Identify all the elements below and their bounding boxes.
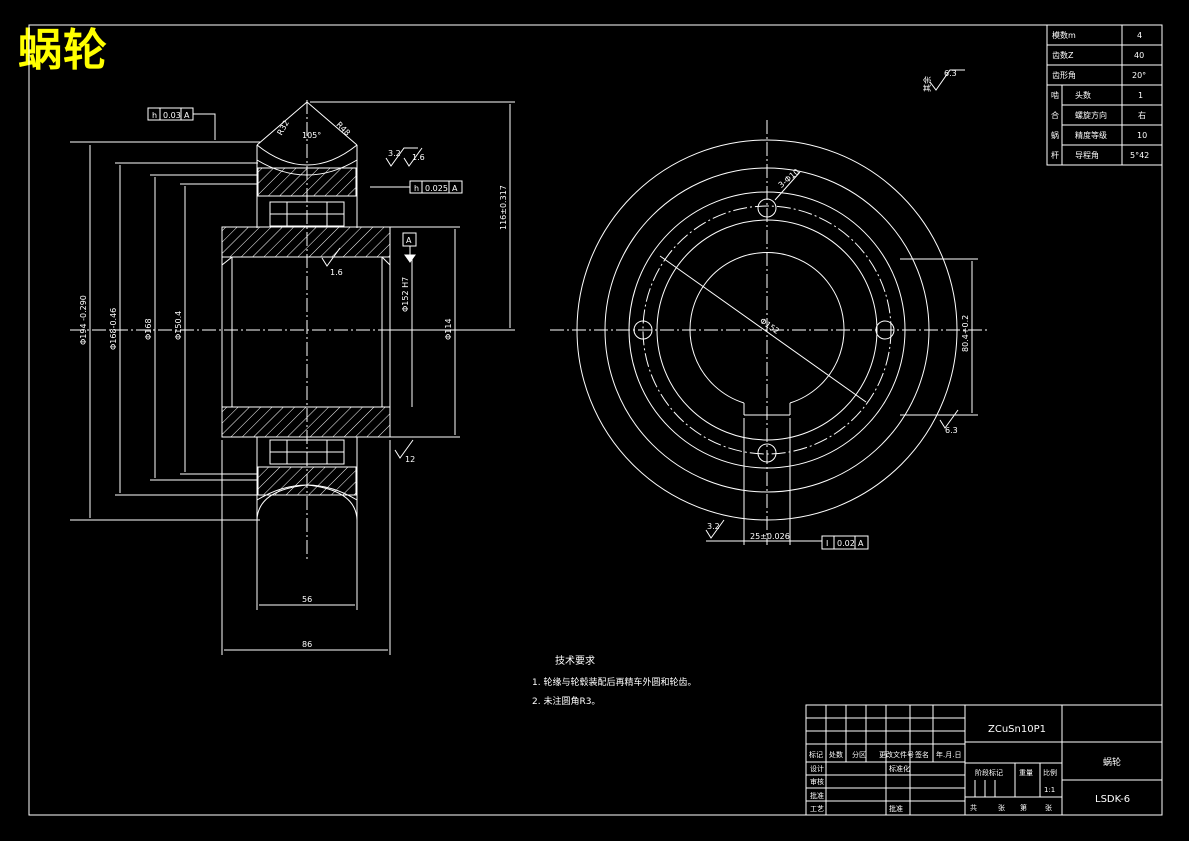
- tb-label-3: 更改文件号: [879, 750, 914, 759]
- dim-holes: 3-Φ10: [777, 167, 802, 190]
- roughness-6: 6.3: [945, 426, 958, 435]
- tb-label-2: 分区: [852, 750, 866, 759]
- param-label-6: 导程角: [1075, 150, 1099, 160]
- tol1-ref: A: [184, 111, 190, 120]
- param-label-0: 模数m: [1052, 30, 1076, 40]
- dim-d1: Φ194 -0.290: [79, 295, 88, 345]
- param-value-4: 右: [1138, 110, 1146, 120]
- material: ZCuSn10P1: [988, 724, 1046, 735]
- param-value-5: 10: [1137, 131, 1147, 140]
- tol2-val: 0.025: [425, 184, 448, 193]
- tb-standardize: 标准化: [889, 764, 910, 773]
- part-name: 蜗轮: [1103, 756, 1121, 768]
- dim-key-width: 25±0.026: [750, 532, 790, 541]
- roughness-3: 1.6: [330, 268, 343, 277]
- param-value-0: 4: [1137, 31, 1142, 40]
- drawing-border: [28, 24, 1163, 816]
- tb-approve-2: 批准: [889, 804, 903, 813]
- dim-d-right: Φ114: [444, 318, 453, 340]
- tb-check: 审核: [810, 777, 824, 786]
- tol3-sym: I: [826, 539, 828, 548]
- other-roughness: 其余: [922, 76, 932, 92]
- tb-weight: 重量: [1019, 769, 1033, 777]
- tol3-ref: A: [858, 539, 864, 548]
- param-label-4: 螺旋方向: [1075, 110, 1107, 120]
- param-value-6: 5°42: [1130, 151, 1149, 160]
- tech-heading: 技术要求: [555, 654, 595, 667]
- other-roughness-val: 6.3: [944, 69, 957, 78]
- section-view: [70, 69, 965, 655]
- tb-label-4: 签名: [915, 750, 929, 759]
- param-label-3: 头数: [1075, 90, 1091, 100]
- tech-item-1: 1. 轮缘与轮毂装配后再精车外圆和轮齿。: [532, 676, 696, 688]
- dim-bore: Φ152 H7: [401, 277, 410, 312]
- roughness-5: 3.2: [707, 522, 720, 531]
- tb-design: 设计: [810, 764, 824, 773]
- param-label-1: 齿数Z: [1052, 50, 1074, 60]
- tb-stage-mark: 阶段标记: [975, 768, 1003, 777]
- end-view: [550, 120, 990, 550]
- datum-a: A: [406, 236, 412, 245]
- drawing-no: LSDK-6: [1095, 794, 1130, 805]
- tb-scale-val: 1:1: [1044, 786, 1055, 794]
- dim-key-depth: 80.4+0.2: [961, 315, 970, 352]
- tol2-sym: h: [414, 184, 419, 193]
- tech-item-2: 2. 未注圆角R3。: [532, 695, 600, 707]
- param-side-4: 合: [1051, 110, 1059, 120]
- roughness-2: 1.6: [412, 153, 425, 162]
- params-table-grid: [1046, 24, 1163, 166]
- param-value-1: 40: [1134, 51, 1144, 60]
- dim-r32: R32: [275, 119, 291, 137]
- tb-sheet-1: 张: [998, 803, 1005, 812]
- tol2-ref: A: [452, 184, 458, 193]
- tb-scale: 比例: [1043, 768, 1057, 777]
- param-label-2: 齿形角: [1052, 70, 1076, 80]
- dim-r48: R48: [334, 120, 352, 138]
- param-side-3: 啮: [1051, 90, 1059, 100]
- tol1-sym: h: [152, 111, 157, 120]
- roughness-4: 12: [405, 455, 415, 464]
- tb-label-0: 标记: [809, 750, 823, 759]
- param-label-5: 精度等级: [1075, 130, 1107, 140]
- dim-angle: 105°: [302, 131, 321, 140]
- tol3-val: 0.02: [837, 539, 855, 548]
- tb-label-1: 处数: [829, 750, 843, 759]
- dim-d2: Φ168-0.46: [109, 308, 118, 350]
- tb-process: 工艺: [810, 805, 824, 813]
- param-side-6: 杆: [1051, 150, 1059, 160]
- tb-approve: 批准: [810, 791, 824, 800]
- dim-d4: Φ150.4: [174, 311, 183, 340]
- dim-height: 116±0.317: [499, 185, 508, 230]
- roughness-1: 3.2: [388, 149, 401, 158]
- title-block-grid: [805, 704, 1163, 816]
- dim-d3: Φ168: [144, 318, 153, 340]
- drawing-title: 蜗轮: [18, 25, 108, 76]
- dim-width-total: 86: [302, 640, 312, 649]
- tol1-val: 0.03: [163, 111, 181, 120]
- dim-width-rim: 56: [302, 595, 312, 604]
- tb-sheet-0: 共: [970, 803, 977, 812]
- tb-label-5: 年.月.日: [936, 750, 961, 759]
- tb-sheet-2: 第: [1020, 803, 1027, 812]
- param-value-3: 1: [1138, 91, 1143, 100]
- param-side-5: 蜗: [1051, 130, 1059, 140]
- param-value-2: 20°: [1132, 71, 1146, 80]
- tb-sheet-3: 张: [1045, 803, 1052, 812]
